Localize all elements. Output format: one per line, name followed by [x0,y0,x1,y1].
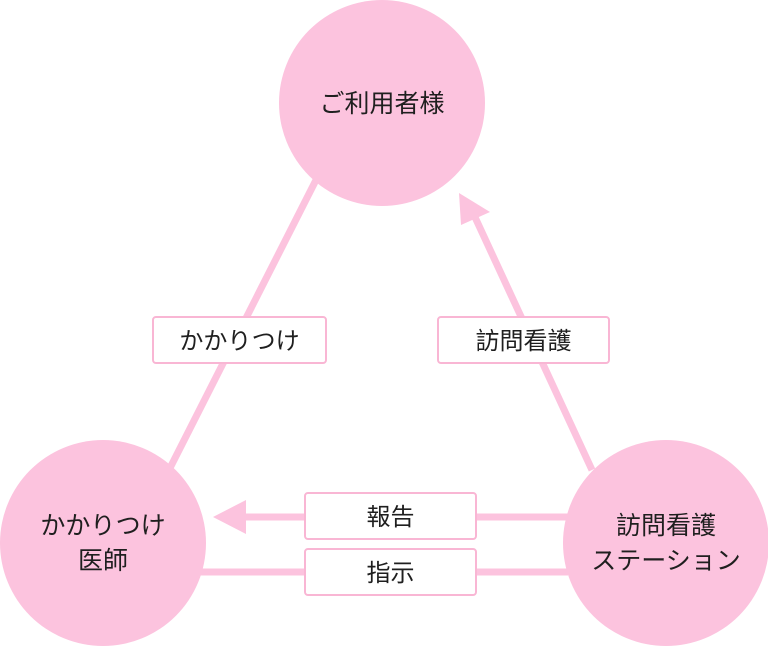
edge-label-station-user: 訪問看護 [437,316,610,364]
edge-label-station-user-box [437,316,610,364]
node-station-label-line1: 訪問看護 [616,511,716,540]
node-doctor: かかりつけ 医師 [0,440,206,646]
edge-label-instruction-box [304,548,477,596]
node-station-label-line2: ステーション [591,546,741,575]
edge-label-instruction: 指示 [304,548,477,596]
arrowhead-to-doctor [213,500,246,534]
edge-label-instruction-text: 指示 [367,559,415,587]
node-user-circle [279,0,485,206]
edge-label-station-user-text: 訪問看護 [476,327,572,355]
edge-label-report: 報告 [304,492,477,540]
node-station-circle [563,440,768,646]
edge-label-doctor-user: かかりつけ [152,316,327,364]
edge-label-report-text: 報告 [367,503,415,531]
node-doctor-circle [0,440,206,646]
node-station: 訪問看護 ステーション [563,440,768,646]
node-doctor-label-line1: かかりつけ [40,511,165,540]
edge-label-report-box [304,492,477,540]
node-doctor-label-line2: 医師 [78,546,128,575]
node-user: ご利用者様 [279,0,485,206]
arrowhead-to-user [459,193,490,225]
edge-label-doctor-user-text: かかりつけ [179,327,299,355]
node-user-label: ご利用者様 [319,89,444,118]
edge-label-doctor-user-box [152,316,327,364]
